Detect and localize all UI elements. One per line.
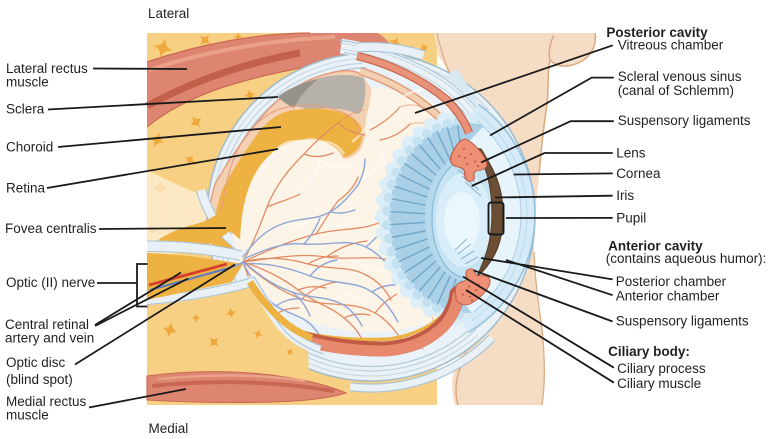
svg-text:Medial rectus: Medial rectus	[6, 394, 87, 409]
svg-text:Anterior chamber: Anterior chamber	[616, 289, 720, 304]
svg-text:(canal of Schlemm): (canal of Schlemm)	[618, 83, 734, 98]
svg-text:muscle: muscle	[6, 75, 49, 90]
svg-text:Vitreous chamber: Vitreous chamber	[618, 38, 724, 53]
svg-text:Optic (II) nerve: Optic (II) nerve	[6, 275, 95, 290]
svg-text:Fovea centralis: Fovea centralis	[5, 221, 97, 236]
svg-text:Posterior cavity: Posterior cavity	[606, 25, 708, 40]
svg-text:(blind spot): (blind spot)	[6, 372, 73, 387]
svg-text:Anterior cavity: Anterior cavity	[608, 239, 703, 254]
svg-text:(contains aqueous humor):: (contains aqueous humor):	[606, 251, 767, 266]
svg-text:Lateral rectus: Lateral rectus	[6, 61, 88, 76]
svg-text:Posterior chamber: Posterior chamber	[616, 274, 727, 289]
svg-text:Lateral: Lateral	[148, 6, 189, 21]
svg-text:Suspensory ligaments: Suspensory ligaments	[618, 113, 751, 128]
svg-text:Pupil: Pupil	[616, 211, 646, 226]
svg-text:artery and vein: artery and vein	[5, 331, 94, 346]
svg-text:Ciliary body:: Ciliary body:	[608, 344, 690, 359]
svg-text:Choroid: Choroid	[6, 140, 53, 155]
svg-text:Optic disc: Optic disc	[6, 355, 66, 370]
svg-text:Iris: Iris	[616, 188, 634, 203]
svg-text:Ciliary muscle: Ciliary muscle	[617, 376, 701, 391]
svg-text:Medial: Medial	[149, 421, 189, 436]
svg-text:Retina: Retina	[6, 181, 46, 196]
svg-text:Suspensory ligaments: Suspensory ligaments	[616, 314, 749, 329]
svg-text:Sclera: Sclera	[6, 102, 45, 117]
svg-text:Scleral venous sinus: Scleral venous sinus	[618, 69, 742, 84]
svg-text:Cornea: Cornea	[616, 166, 661, 181]
svg-text:muscle: muscle	[6, 408, 49, 423]
svg-text:Lens: Lens	[616, 146, 646, 161]
svg-text:Ciliary process: Ciliary process	[617, 361, 706, 376]
svg-text:Central retinal: Central retinal	[5, 317, 89, 332]
